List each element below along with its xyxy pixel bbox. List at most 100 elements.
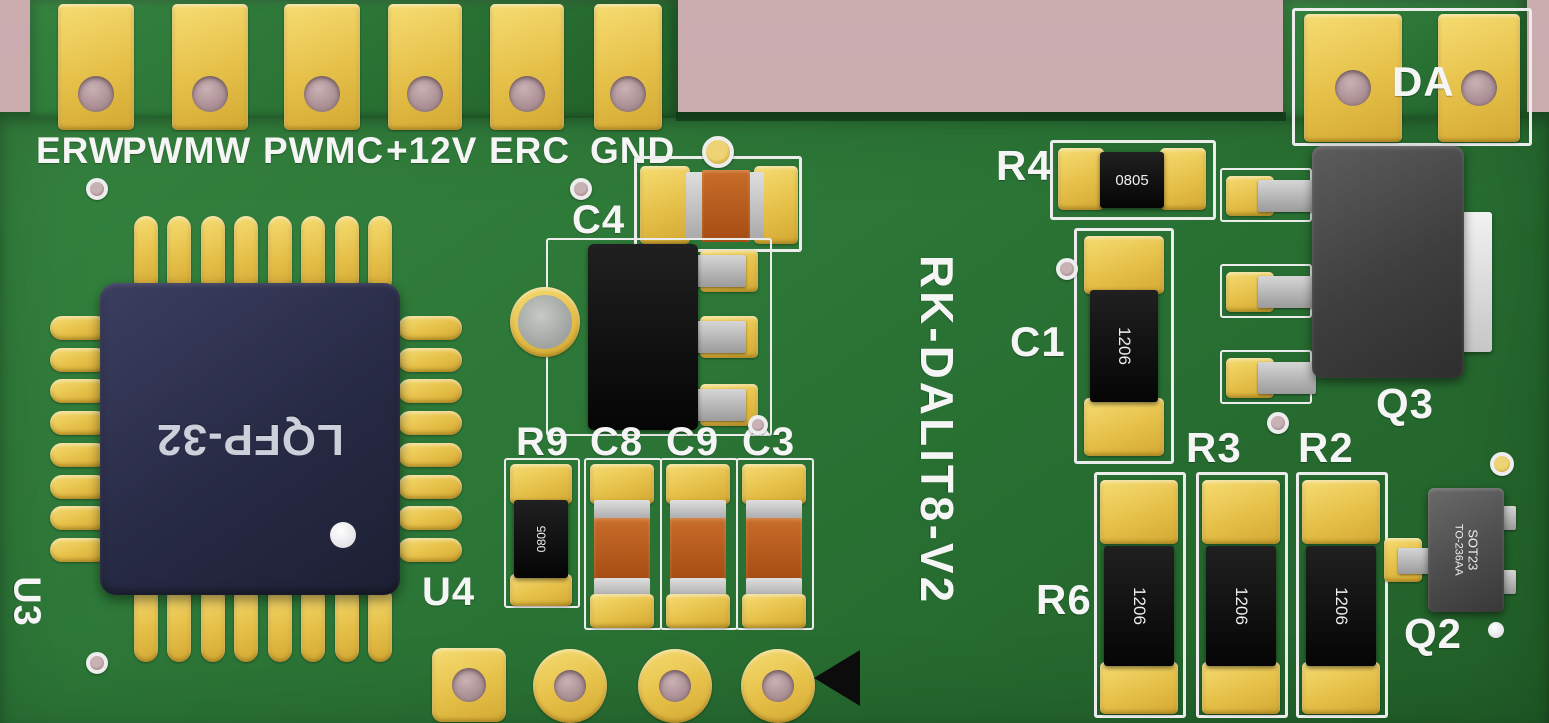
silk-label-12v: +12V [386,130,478,171]
chip-pin [398,379,462,404]
q2-ref-label: Q2 [1404,610,1463,657]
chip-pin [50,379,108,404]
q3-ref-label: Q3 [1376,380,1435,427]
chip-pin [398,316,462,340]
q3-lead [1258,276,1316,308]
r4-marking: 0805 [1115,171,1149,189]
chip-pin [50,537,108,562]
r6-ref-label: R6 [1036,576,1092,623]
r9-ref-label: R9 [516,420,570,464]
chip-pin [267,216,292,292]
chip-pin [50,474,108,499]
pad-hole [762,670,794,702]
silk-outline-c1 [1074,228,1174,464]
r6-resistor-body: 1206 [1104,546,1174,666]
via [1490,452,1514,476]
c4-capacitor-body [702,170,750,242]
pad-hole [659,670,691,702]
board-title: RK-DALIT8-V2 [911,254,963,606]
r4-pad [1160,148,1206,210]
chip-pin [50,442,108,467]
r2-marking: 1206 [1331,587,1351,625]
pad-hole [554,670,586,702]
pad-hole [192,76,228,112]
c8-pad [590,464,654,504]
chip-pin [134,216,158,292]
silk-label-pwmw: PWMW [122,130,252,171]
silk-label-erw: ERW [36,130,125,171]
c9-capacitor-body [670,518,726,580]
q3-lead [1258,180,1316,212]
r9-resistor-body: 0805 [514,500,568,578]
chip-pin [200,586,225,662]
pad-hole [407,76,443,112]
silk-label-gnd: GND [590,130,676,171]
c9-end-cap [670,578,726,598]
r9-pad [510,574,572,606]
c1-pad [1084,398,1164,456]
silk-outline-r4 [1050,140,1216,220]
silk-dot [1488,622,1504,638]
c3-end-cap [746,578,802,598]
silk-outline-da [1292,8,1532,146]
c4-ref-label: C4 [572,198,626,242]
r4-resistor-body: 0805 [1100,152,1164,208]
pad-hole [1461,70,1497,106]
r6-pad [1100,662,1178,714]
c9-pad [666,594,730,628]
c4-pad [640,166,690,244]
chip-pin [167,586,192,662]
chip-pin [50,506,108,531]
via [570,178,592,200]
u4-ic-body [588,244,698,430]
c4-end-cap [746,172,764,240]
chip-pin [398,347,462,372]
u4-ref-label: U4 [422,570,476,614]
chip-pin [167,216,192,292]
silk-outline-r3 [1196,472,1288,718]
r2-pad [1302,662,1380,714]
chip-pin [367,586,392,662]
r9-marking: 0805 [533,525,548,553]
chip-pin [398,474,462,499]
chip-pin [134,586,158,662]
silk-arrow-marker [814,650,860,706]
via [86,652,108,674]
u4-thermal-pad-center [518,295,572,349]
q2-marking-line2: TO-236AA [1452,524,1465,576]
silk-label-da: DA [1392,58,1455,105]
board-edge-shadow [676,112,1286,121]
silk-label-erc: ERC [489,130,571,171]
chip-pin [50,411,108,436]
c1-capacitor-body: 1206 [1090,290,1158,402]
chip-pin [200,216,225,292]
r6-marking: 1206 [1129,587,1149,625]
pad-hole [610,76,646,112]
c8-capacitor-body [594,518,650,580]
via [1267,412,1289,434]
r2-resistor-body: 1206 [1306,546,1376,666]
c8-ref-label: C8 [590,420,644,464]
chip-pin [398,506,462,531]
c4-end-cap [686,172,706,240]
silk-outline-r9 [504,458,580,608]
r9-pad [510,464,572,504]
chip-pin [334,586,359,662]
q2-transistor-body: SOT23 TO-236AA [1428,488,1504,612]
u3-pins-left [50,316,108,562]
u3-pins-bottom [134,586,392,662]
chip-pin [398,411,462,436]
q2-marking-line1: SOT23 [1465,529,1481,571]
via [1056,258,1078,280]
u3-pins-top [134,216,392,292]
silk-label-pwmc: PWMC [263,130,385,171]
c1-marking: 1206 [1114,327,1134,365]
chip-pin [234,586,259,662]
u3-package-text: LQFP-32 [156,415,344,464]
chip-pin [301,586,326,662]
c9-ref-label: C9 [666,420,720,464]
chip-pin [50,316,108,340]
c3-pad [742,594,806,628]
chip-pin [367,216,392,292]
